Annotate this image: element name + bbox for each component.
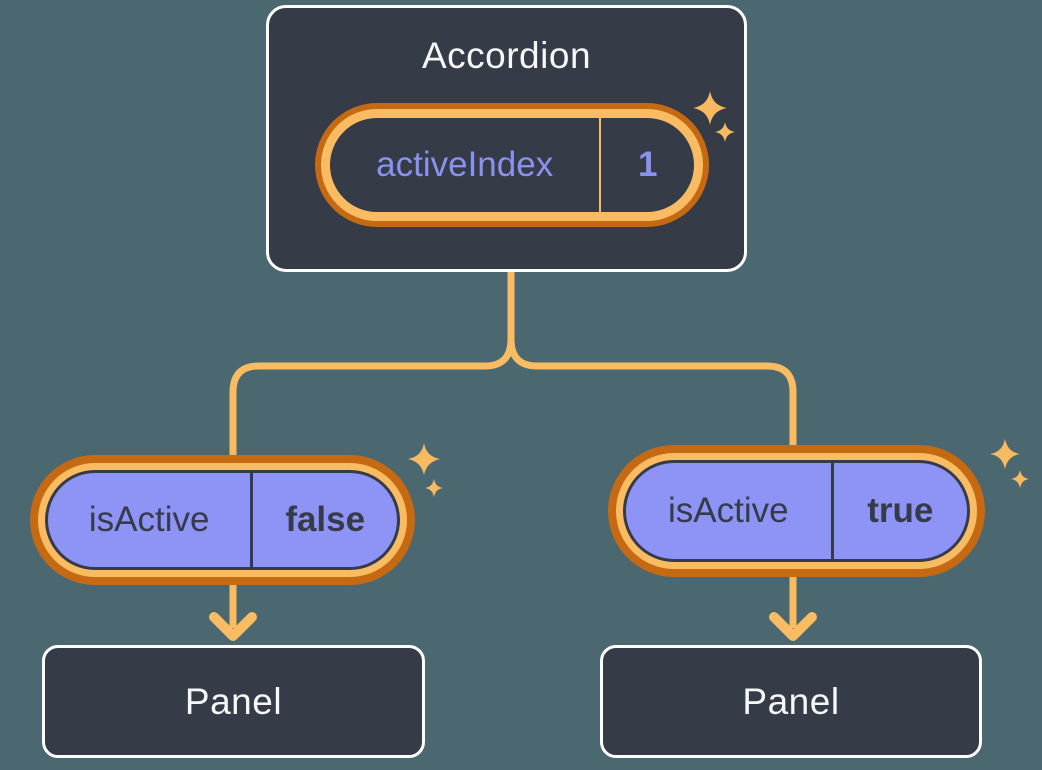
sparkle-icon — [693, 91, 735, 142]
accordion-card: Accordion activeIndex 1 — [266, 5, 747, 272]
connector-left — [229, 270, 515, 628]
sparkle-icon — [408, 443, 443, 497]
state-pill-activeindex: activeIndex 1 — [321, 109, 703, 221]
panel-title: Panel — [742, 680, 840, 722]
sparkle-icon — [990, 439, 1029, 488]
prop-pill-label: isActive — [88, 500, 210, 539]
state-pill-value: 1 — [637, 145, 658, 184]
pill-divider — [599, 118, 602, 212]
panel-card-left: Panel — [42, 645, 425, 758]
pill-divider — [250, 473, 254, 567]
prop-pill-label: isActive — [668, 491, 789, 530]
pill-divider — [830, 463, 834, 559]
state-pill-label: activeIndex — [376, 145, 554, 184]
prop-pill-isactive-left: isActive false — [45, 470, 400, 570]
panel-card-right: Panel — [600, 645, 982, 758]
arrowhead-right-icon — [769, 612, 817, 641]
arrowhead-left-icon — [209, 612, 257, 641]
panel-title: Panel — [184, 680, 283, 722]
prop-pill-value: true — [867, 491, 934, 530]
accordion-title: Accordion — [421, 35, 592, 76]
connector-right — [507, 270, 797, 628]
prop-pill-isactive-right: isActive true — [623, 460, 970, 562]
prop-pill-value: false — [285, 500, 366, 539]
